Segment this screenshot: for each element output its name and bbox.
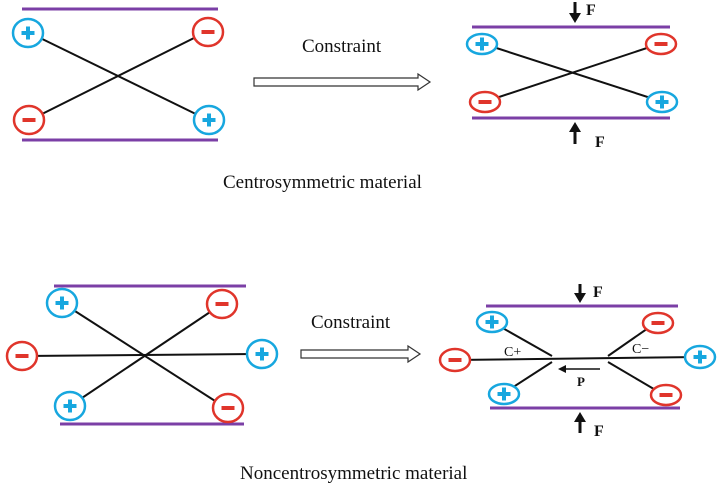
constraint-label: Constraint xyxy=(302,36,382,57)
bond-line xyxy=(31,31,207,120)
force-label: F xyxy=(593,284,603,301)
constraint-label: Constraint xyxy=(311,312,391,333)
negative-ion xyxy=(12,104,46,136)
force-label: F xyxy=(595,134,605,151)
positive-ion xyxy=(192,104,226,136)
positive-ion xyxy=(11,17,45,49)
polarization-label: P xyxy=(577,374,585,389)
negative-ion xyxy=(211,392,245,424)
centro-compressed: F F xyxy=(465,2,679,151)
transform-arrow xyxy=(300,344,422,364)
negative-ion xyxy=(641,311,675,335)
negative-ion xyxy=(5,340,39,372)
negative-ion xyxy=(644,32,678,56)
positive-ion xyxy=(245,338,279,370)
noncentro-compressed: P C+ C− F xyxy=(438,284,717,440)
transform-arrow xyxy=(253,72,432,92)
polarization-arrow xyxy=(558,365,600,373)
negative-ion xyxy=(191,16,225,48)
negative-ion xyxy=(438,347,472,373)
positive-ion xyxy=(645,90,679,114)
noncentrosymmetric-caption: Noncentrosymmetric material xyxy=(240,463,467,484)
positive-ion xyxy=(487,382,521,406)
negative-ion xyxy=(468,90,502,114)
noncentro-unstrained xyxy=(5,284,279,426)
positive-ion xyxy=(465,32,499,56)
centrosymmetric-caption: Centrosymmetric material xyxy=(223,172,422,193)
bond-line xyxy=(453,356,701,361)
positive-ion xyxy=(53,390,87,422)
force-arrow-up xyxy=(574,412,586,433)
force-arrow-up xyxy=(569,122,581,144)
centro-unstrained xyxy=(11,7,226,142)
negative-ion xyxy=(205,288,239,320)
force-arrow-down xyxy=(569,2,581,23)
force-label: F xyxy=(586,2,596,19)
positive-ion xyxy=(475,310,509,334)
positive-ion xyxy=(45,287,79,319)
bond-line xyxy=(23,353,263,357)
negative-ion xyxy=(649,383,683,407)
c-minus-label: C− xyxy=(632,342,649,357)
positive-ion xyxy=(683,344,717,370)
force-label: F xyxy=(594,423,604,440)
force-arrow-down xyxy=(574,284,586,303)
bond-line xyxy=(483,43,660,103)
c-plus-label: C+ xyxy=(504,345,521,360)
